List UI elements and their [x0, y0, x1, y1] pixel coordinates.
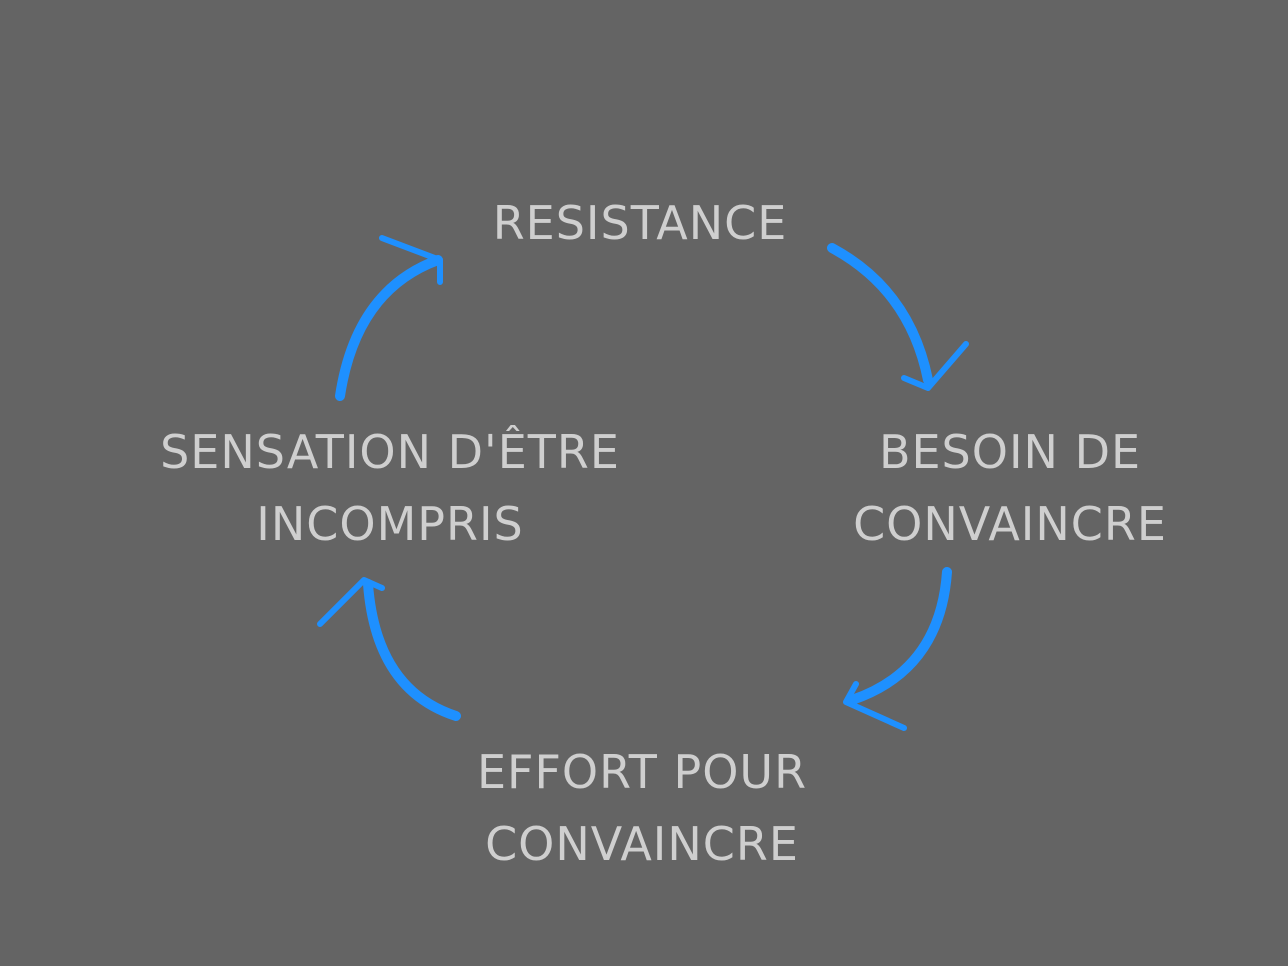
node-sensation-etre-incompris: SENSATION D'ÊTRE INCOMPRIS — [90, 416, 690, 560]
arrow-head — [379, 235, 443, 285]
arrow-besoin-to-effort — [843, 567, 952, 731]
node-label-line: CONVAINCRE — [485, 817, 799, 871]
arrow-resistance-to-besoin — [827, 243, 969, 391]
node-label-line: BESOIN DE — [878, 425, 1142, 479]
arrow-shaft — [847, 567, 952, 705]
node-besoin-de-convaincre: BESOIN DE CONVAINCRE — [800, 416, 1220, 560]
node-label-line: EFFORT POUR — [476, 745, 808, 799]
node-effort-pour-convaincre: EFFORT POUR CONVAINCRE — [420, 736, 864, 880]
arrow-head — [901, 341, 969, 391]
arrow-shaft — [363, 579, 461, 721]
arrow-shaft — [335, 255, 443, 401]
arrow-shaft — [827, 243, 933, 385]
node-resistance: RESISTANCE — [440, 187, 840, 259]
arrow-head — [843, 681, 907, 731]
node-label-line: CONVAINCRE — [853, 497, 1167, 551]
node-label-line: SENSATION D'ÊTRE — [160, 425, 620, 479]
node-label-line: RESISTANCE — [492, 196, 788, 250]
arrow-sensation-to-resistance — [335, 235, 443, 401]
arrow-effort-to-sensation — [317, 577, 461, 721]
node-label-line: INCOMPRIS — [256, 497, 524, 551]
arrow-head — [317, 577, 385, 627]
